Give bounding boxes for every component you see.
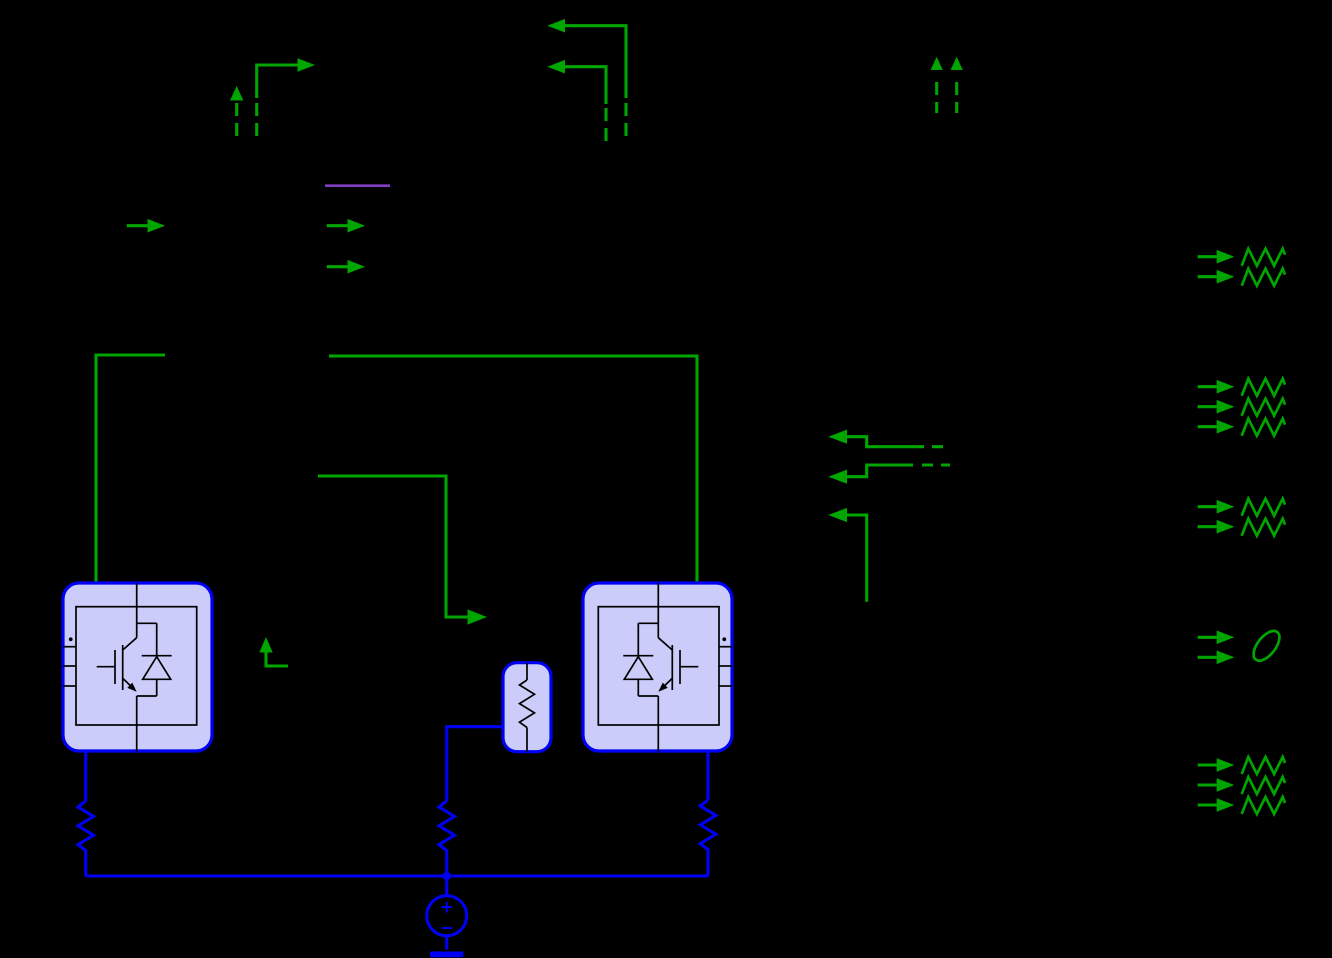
elbow-right-arrow xyxy=(255,58,315,142)
thermal-port-group-2-row-2 xyxy=(1198,399,1285,416)
measurement-up-arrow-2 xyxy=(950,56,963,113)
dc-voltage-source[interactable]: + − xyxy=(425,876,469,950)
thermal-resistor-2[interactable] xyxy=(436,799,458,876)
emitter-arrow xyxy=(658,682,668,692)
emitter-arrow xyxy=(127,682,137,692)
terminal-dot xyxy=(722,637,727,642)
input-arrow-mid-1 xyxy=(326,218,365,233)
thermal-feedback-arrow-1 xyxy=(828,429,950,449)
thermal-port-group-2-row-3 xyxy=(1198,419,1285,436)
thermal-port-rows xyxy=(1196,249,1285,814)
input-arrow-left xyxy=(126,218,165,233)
thermal-port-group-5-row-1 xyxy=(1198,757,1285,774)
thermal-port-group-3-row-2 xyxy=(1198,519,1285,536)
gate-wire-module-1 xyxy=(88,353,165,605)
branch-wire-right-arrow xyxy=(318,474,487,625)
thermal-port-group-4-row-2 xyxy=(1196,648,1236,666)
thermal-port-group-4-row-1 xyxy=(1196,628,1236,646)
thermal-feedback-arrow-2 xyxy=(828,463,950,484)
measurement-up-arrow-1 xyxy=(930,56,943,113)
thermal-wire-middle xyxy=(445,725,503,801)
igbt-heatsink-module-2[interactable] xyxy=(581,581,734,753)
igbt-heatsink-module-1[interactable] xyxy=(61,581,214,753)
pulse-up-arrow xyxy=(230,86,244,142)
gate-wire-module-2 xyxy=(329,354,705,605)
thermal-port-group-1-row-1 xyxy=(1198,249,1285,266)
source-plus-sign: + xyxy=(440,898,454,918)
ground-symbol[interactable] xyxy=(430,951,464,958)
igbt-symbol-2 xyxy=(597,583,732,752)
rotational-port-ellipse[interactable] xyxy=(1249,626,1285,665)
input-arrow-mid-2 xyxy=(326,259,365,274)
thermal-network: + − xyxy=(75,725,719,958)
feedback-left-arrow-1 xyxy=(547,18,628,142)
igbt-symbol-1 xyxy=(63,583,198,752)
resistor-heatsink-module[interactable] xyxy=(501,661,553,754)
thermal-port-group-3-row-1 xyxy=(1198,499,1285,516)
thermal-port-group-5-row-2 xyxy=(1198,777,1285,794)
thermal-resistor-3[interactable] xyxy=(697,798,719,876)
terminal-dot xyxy=(68,637,73,642)
thermal-port-group-5-row-3 xyxy=(1198,797,1285,814)
thermal-port-group-2-row-1 xyxy=(1198,379,1285,396)
lossy-resistor-symbol xyxy=(517,662,537,752)
thermal-resistor-1[interactable] xyxy=(75,799,97,876)
thermal-feedback-arrow-3 xyxy=(828,507,869,602)
thermal-port-group-1-row-2 xyxy=(1198,269,1285,286)
probe-up-arrow xyxy=(259,637,288,668)
source-minus-sign: − xyxy=(440,919,454,939)
feedback-left-arrow-2 xyxy=(547,59,608,142)
